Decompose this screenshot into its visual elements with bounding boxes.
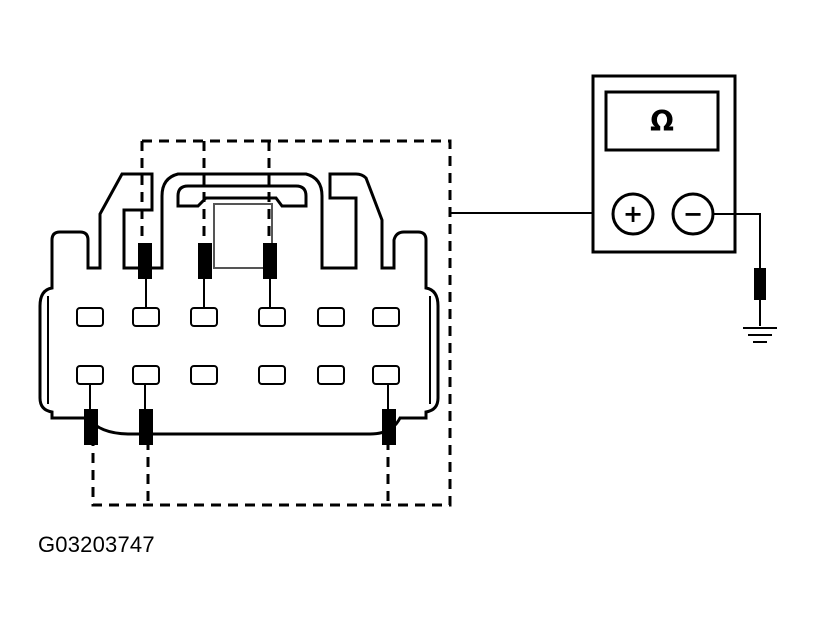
ohm-symbol: Ω (650, 105, 674, 138)
wire-probe-pin (198, 243, 212, 279)
wire-probe-pin (263, 243, 277, 279)
terminal-cavity (76, 365, 104, 385)
terminal-cavity (190, 365, 218, 385)
terminal-row-bottom (76, 365, 400, 385)
terminal-cavity (372, 365, 400, 385)
terminal-cavity (190, 307, 218, 327)
positive-terminal-symbol: + (623, 200, 643, 228)
wire-probe-pin (139, 409, 153, 445)
terminal-cavity (258, 307, 286, 327)
figure-reference-code: G03203747 (38, 532, 155, 557)
wire-probe-pin (84, 409, 98, 445)
terminal-cavity (132, 307, 160, 327)
ohmmeter-display (604, 90, 720, 152)
wire-probe-pin (138, 243, 152, 279)
terminal-cavity (132, 365, 160, 385)
terminal-cavity (317, 365, 345, 385)
terminal-cavity (258, 365, 286, 385)
ohmmeter-icon: Ω + − (591, 74, 737, 254)
negative-terminal-symbol: − (683, 200, 703, 228)
connector-body (38, 172, 440, 436)
connector-wires-bottom (84, 384, 396, 445)
terminal-cavity (76, 307, 104, 327)
terminal-cavity (317, 307, 345, 327)
ground-icon (743, 327, 777, 343)
lead-probe-tip (754, 268, 766, 300)
connector-wires-top (138, 243, 277, 308)
positive-terminal (611, 192, 655, 236)
terminal-row-top (76, 307, 400, 327)
negative-test-lead (713, 213, 766, 326)
dashed-harness-lines (91, 139, 452, 507)
wire-probe-pin (382, 409, 396, 445)
terminal-cavity (372, 307, 400, 327)
